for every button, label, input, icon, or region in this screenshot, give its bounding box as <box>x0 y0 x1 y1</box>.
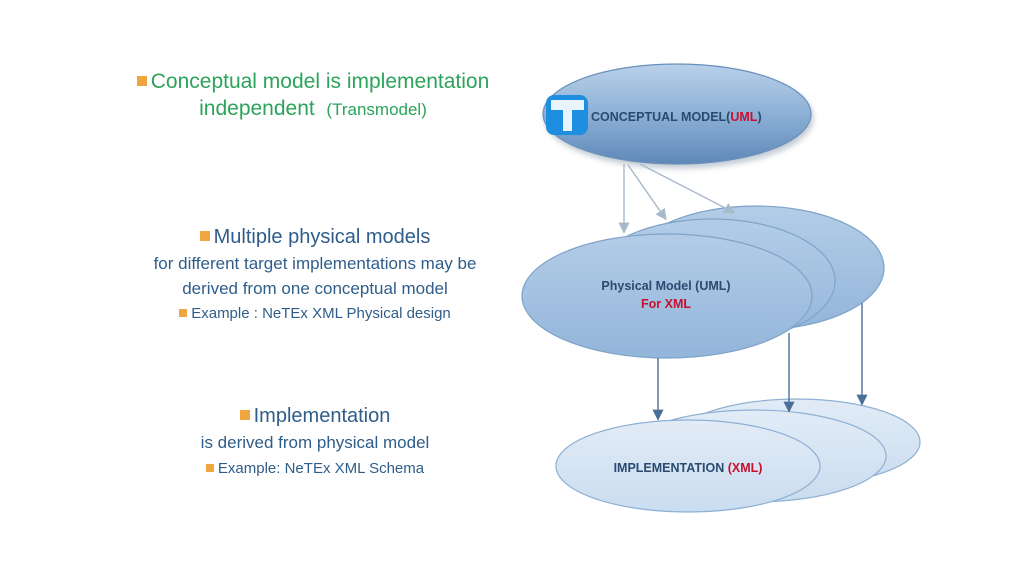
transmodel-logo-icon <box>546 95 588 135</box>
implementation-heading: Implementation <box>160 402 470 430</box>
implementation-text-block: Implementation is derived from physical … <box>160 402 470 482</box>
conceptual-line-1: Conceptual model is implementation <box>118 68 508 95</box>
conceptual-text-block: Conceptual model is implementation indep… <box>118 68 508 123</box>
physical-heading: Multiple physical models <box>110 223 520 251</box>
arrow-conceptual-to-physical-2 <box>627 164 667 221</box>
physical-line-2: derived from one conceptual model <box>182 279 448 298</box>
physical-ellipse-front <box>521 233 813 359</box>
conceptual-model-label: CONCEPTUAL MODEL(UML) <box>591 110 762 124</box>
physical-model-label: Physical Model (UML) <box>601 279 730 293</box>
physical-text-block: Multiple physical models for different t… <box>110 223 520 327</box>
conceptual-ellipse <box>542 63 812 165</box>
implementation-example: Example: NeTEx XML Schema <box>160 456 470 482</box>
implementation-label: IMPLEMENTATION (XML) <box>614 461 763 475</box>
bullet-icon <box>199 231 210 241</box>
bullet-icon <box>239 410 250 420</box>
physical-model-sublabel: For XML <box>641 297 691 311</box>
bullet-icon <box>136 76 147 86</box>
implementation-line-1: is derived from physical model <box>200 433 430 452</box>
arrow-conceptual-to-physical-3 <box>639 163 736 214</box>
physical-example: Example : NeTEx XML Physical design <box>110 301 520 327</box>
bullet-icon <box>205 464 214 472</box>
conceptual-line-2: independent (Transmodel) <box>199 97 427 120</box>
bullet-icon <box>179 309 188 317</box>
implementation-ellipse-front <box>555 419 821 513</box>
physical-line-1: for different target implementations may… <box>153 254 477 273</box>
transmodel-note: (Transmodel) <box>326 100 427 119</box>
